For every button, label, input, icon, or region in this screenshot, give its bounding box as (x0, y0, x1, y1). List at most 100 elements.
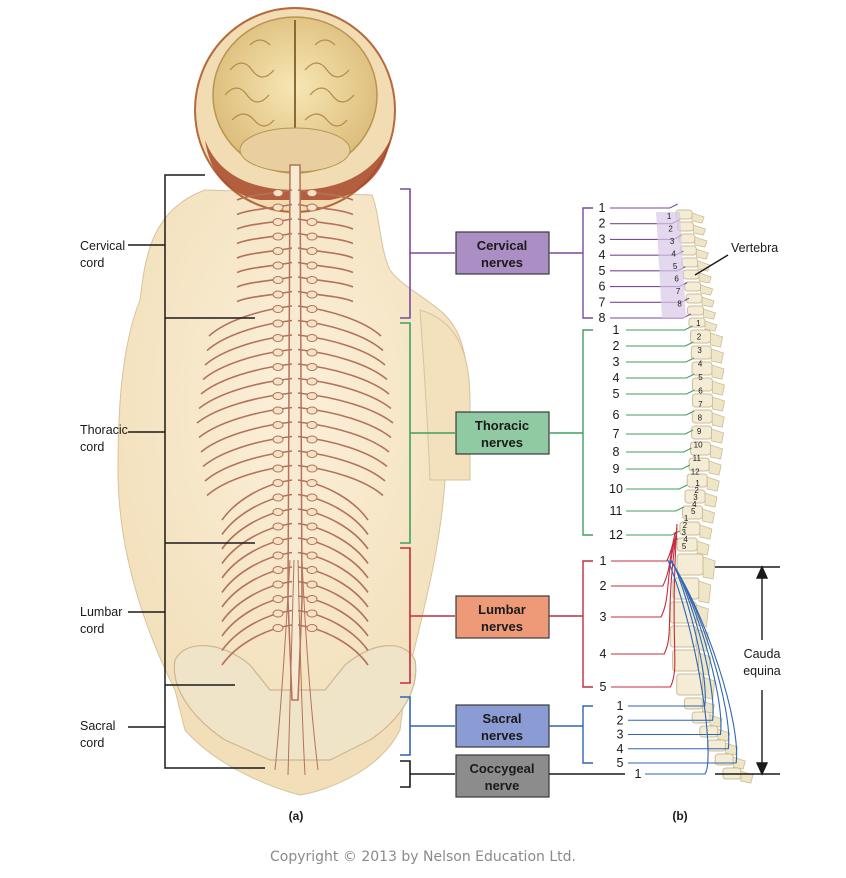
cord-label-sacral: Sacral cord (80, 719, 115, 750)
dorsal-root-ganglion (272, 522, 284, 531)
nerve-root-line (611, 523, 678, 688)
nerve-branch-right (297, 522, 369, 564)
dorsal-root-ganglion (306, 305, 318, 313)
nerve-number-bracket (582, 207, 593, 319)
vertebra-number-lumbar: 5 (691, 507, 696, 516)
nerve-number: 5 (599, 264, 606, 278)
vertebra-number-lumbar: 2 (694, 486, 699, 495)
nerve-number: 3 (617, 728, 624, 742)
nerve-boxes: Cervical nerves ThoracicnervesLumbarnerves… (455, 231, 625, 798)
dorsal-root-ganglion (306, 290, 318, 299)
nerve-root-line (626, 373, 695, 379)
nerve-branch-left (236, 189, 293, 201)
nerve-number: 5 (600, 680, 607, 694)
cauda-equina-label-line2: equina (743, 664, 781, 678)
cord-label-line1: Lumbar (80, 605, 122, 619)
nerve-number-bracket (582, 705, 593, 764)
dorsal-root-ganglion (272, 189, 284, 197)
nerve-branch-left (221, 522, 293, 564)
dorsal-root-ganglion (306, 450, 318, 458)
nerve-root-line (626, 429, 694, 435)
dorsal-root-ganglion (272, 261, 284, 270)
nerve-number: 11 (610, 504, 623, 518)
nerve-number: 6 (599, 280, 606, 294)
spinous-process (711, 364, 725, 380)
nerve-branch-left (221, 609, 293, 651)
nerve-branch-right (297, 247, 354, 259)
vertebra-body (684, 281, 702, 292)
dorsal-root-ganglion (272, 508, 284, 516)
nerve-root-line (611, 527, 678, 655)
dorsal-root-ganglion (272, 392, 284, 400)
spinous-process (698, 580, 712, 604)
nerve-box-background (455, 231, 550, 275)
spinous-process (693, 224, 706, 236)
vertebra-label: Vertebra (731, 241, 778, 255)
vertebra-number-thoracic: 4 (698, 360, 703, 369)
nerve-root-line (626, 484, 688, 490)
vertebra-pointer (694, 254, 729, 276)
nerve-root-line (626, 530, 680, 536)
neck-shadow (205, 140, 390, 200)
dorsal-root-ganglion (272, 232, 284, 241)
nerve-box-background (455, 595, 550, 639)
nerve-root-line (626, 325, 693, 331)
nerve-branch-right (297, 595, 369, 637)
nerve-branch-right (297, 479, 369, 521)
nerve-box-line2: nerves (481, 728, 523, 743)
nerve-number: 8 (599, 311, 606, 325)
spinous-process (703, 308, 717, 320)
vertebra-number-cervical: 8 (677, 300, 682, 309)
vertebra-number-lumbar: 3 (693, 493, 698, 502)
nerve-branch-left (221, 493, 293, 535)
cord-label-cervical: Cervical cord (80, 239, 125, 270)
nerve-branch-left (236, 203, 293, 216)
nerve-branch-right (297, 537, 369, 579)
nerve-number: 5 (613, 387, 620, 401)
dorsal-root-ganglion (272, 551, 284, 560)
vertebra-number-sacral: 5 (682, 542, 687, 551)
nerve-box-line1: Cervical (477, 238, 528, 253)
spinous-process (710, 332, 724, 348)
nerve-root-line (626, 506, 685, 512)
spinal-nerves-diagram: Cervical cord Thoracic cord Lumbar cord … (80, 7, 781, 823)
nerve-branch-right (297, 566, 369, 608)
dorsal-root-ganglion (272, 421, 284, 429)
dorsal-root-ganglion (272, 305, 284, 313)
vertebra-body (691, 711, 711, 724)
dorsal-root-ganglion (272, 319, 284, 328)
dorsal-root-ganglion (306, 522, 318, 531)
nerve-branch-right (297, 551, 369, 593)
dorsal-root-ganglion (272, 595, 284, 603)
dorsal-root-ganglion (306, 392, 318, 400)
copyright-notice: Copyright © 2013 by Nelson Education Ltd… (270, 849, 576, 865)
nerve-number-brackets (582, 207, 593, 764)
cervical-region-shade (656, 212, 686, 318)
caption-b: (b) (672, 809, 687, 823)
vertebra-number-sacral: 1 (684, 514, 689, 523)
nerve-root-line (626, 357, 695, 363)
dorsal-root-ganglion (272, 406, 284, 415)
nerve-branch-right (297, 508, 369, 550)
dorsal-root-ganglion (272, 566, 284, 574)
spinous-process (712, 380, 725, 396)
vertebra-number-cervical: 6 (674, 275, 679, 284)
nerve-number: 10 (609, 482, 623, 496)
nerve-branch-right (297, 580, 369, 622)
dorsal-root-ganglion (306, 377, 318, 386)
dorsal-root-ganglion (306, 276, 318, 284)
spinous-process (712, 396, 725, 412)
nerve-number: 2 (600, 579, 607, 593)
dorsal-root-ganglion (272, 435, 284, 444)
vertebra-number-thoracic: 7 (698, 400, 703, 409)
dorsal-root-ganglion (306, 508, 318, 516)
dorsal-root-ganglion (306, 479, 318, 487)
nerve-branch-left (221, 580, 293, 622)
spinous-process (696, 540, 710, 556)
vertebra-number-thoracic: 10 (694, 441, 703, 450)
nerve-root-line (645, 559, 709, 775)
nerve-branch-right (297, 261, 354, 274)
nerve-number-bracket (582, 560, 593, 688)
